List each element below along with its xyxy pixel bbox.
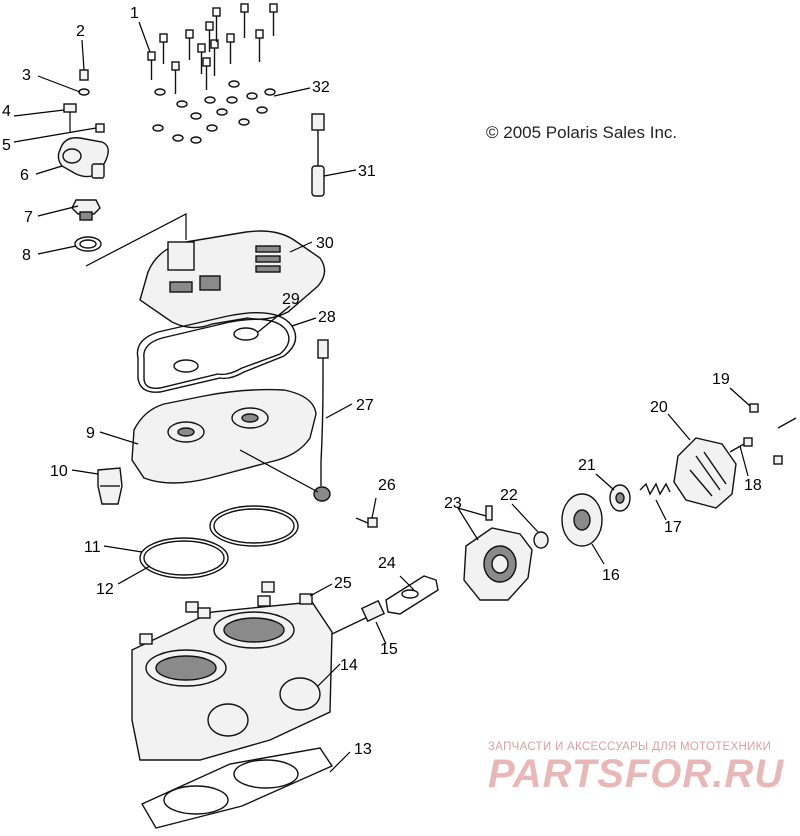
callout-16: 16 <box>602 567 620 584</box>
callout-26: 26 <box>378 477 396 494</box>
callout-25: 25 <box>334 575 352 592</box>
callout-1: 1 <box>130 5 139 22</box>
cylinder-o-rings <box>139 505 299 579</box>
callout-18: 18 <box>744 477 762 494</box>
callout-3: 3 <box>22 67 31 84</box>
callout-20: 20 <box>650 399 668 416</box>
head-plug <box>97 467 123 505</box>
callout-30: 30 <box>316 235 334 252</box>
pump-bearing <box>609 484 631 512</box>
pump-cover-screws <box>729 403 797 465</box>
callout-5: 5 <box>2 137 11 154</box>
callout-11: 11 <box>84 539 101 556</box>
head-bolts <box>147 3 278 94</box>
callout-9: 9 <box>86 425 95 442</box>
temperature-sensor <box>311 113 325 197</box>
callout-17: 17 <box>664 519 682 536</box>
callout-29: 29 <box>282 291 300 308</box>
callout-7: 7 <box>24 209 33 226</box>
housing-bracket-line <box>85 213 187 267</box>
callout-6: 6 <box>20 167 29 184</box>
callout-15: 15 <box>380 641 398 658</box>
head-gasket-large <box>136 311 297 393</box>
callout-12: 12 <box>96 581 114 598</box>
thermostat <box>71 199 101 221</box>
cylinder-base-gasket <box>141 747 334 829</box>
copyright-notice: © 2005 Polaris Sales Inc. <box>486 123 678 142</box>
callout-2: 2 <box>76 23 85 40</box>
sensor-screw <box>355 517 378 528</box>
callout-4: 4 <box>2 103 11 120</box>
callout-28: 28 <box>318 309 336 326</box>
pump-impeller <box>561 493 603 547</box>
cylinder-block <box>131 601 333 761</box>
callout-27: 27 <box>356 397 374 414</box>
cylinder-head <box>131 388 317 484</box>
thermostat-seal <box>74 236 102 252</box>
callout-23: 23 <box>444 495 462 512</box>
pump-cover-gasket <box>385 575 439 615</box>
head-washers <box>152 80 276 144</box>
callout-21: 21 <box>578 457 596 474</box>
callout-32: 32 <box>312 79 330 96</box>
watermark-logo: PARTSFOR.RU <box>488 752 785 796</box>
callout-numbers: 1 2 3 4 5 6 7 8 9 10 11 12 13 14 15 16 1… <box>2 5 762 758</box>
callout-14: 14 <box>340 657 358 674</box>
watermark-tagline: ЗАПЧАСТИ И АКСЕССУАРЫ ДЛЯ МОТОТЕХНИКИ <box>488 741 772 753</box>
thermostat-housing <box>57 137 109 179</box>
callout-8: 8 <box>22 247 31 264</box>
pump-seal <box>533 531 549 549</box>
cylinder-nuts <box>139 581 313 645</box>
callout-10: 10 <box>50 463 68 480</box>
callout-31: 31 <box>358 163 376 180</box>
pump-spring <box>639 482 671 496</box>
callout-19: 19 <box>712 371 730 388</box>
pump-shaft <box>331 599 386 635</box>
leader-lines <box>13 21 751 773</box>
temp-sensor-wire <box>239 339 331 502</box>
water-pump-cover <box>673 437 737 509</box>
callout-24: 24 <box>378 555 396 572</box>
callout-13: 13 <box>354 741 372 758</box>
water-pump-housing <box>463 505 533 601</box>
bleed-screw-assembly <box>63 69 105 133</box>
callout-22: 22 <box>500 487 518 504</box>
cylinder-head-cover <box>139 230 326 329</box>
